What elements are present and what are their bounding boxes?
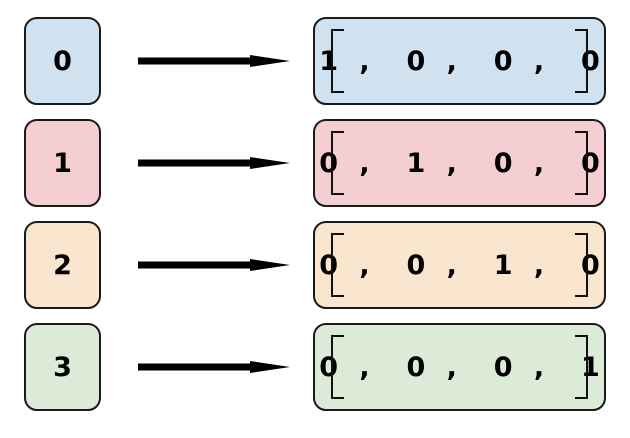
vector-values: 0 , 0 , 0 , 1 bbox=[319, 351, 606, 383]
index-card: 0 bbox=[24, 17, 101, 105]
bracket-close-icon bbox=[575, 29, 588, 93]
index-label: 2 bbox=[53, 249, 72, 281]
index-label: 3 bbox=[53, 351, 72, 383]
vector-values: 1 , 0 , 0 , 0 bbox=[319, 45, 606, 77]
bracket-open-icon bbox=[331, 233, 344, 297]
vector-card: 0 , 1 , 0 , 0 bbox=[313, 119, 606, 207]
bracket-close-icon bbox=[575, 335, 588, 399]
bracket-open-icon bbox=[331, 335, 344, 399]
index-card: 3 bbox=[24, 323, 101, 411]
right-arrow-icon bbox=[138, 361, 290, 373]
vector-values: 0 , 0 , 1 , 0 bbox=[319, 249, 606, 281]
bracket-close-icon bbox=[575, 131, 588, 195]
vector-card: 0 , 0 , 1 , 0 bbox=[313, 221, 606, 309]
index-label: 1 bbox=[53, 147, 72, 179]
vector-bracket-group: 0 , 0 , 1 , 0 bbox=[319, 233, 600, 297]
mapping-row: 2 0 , 0 , 1 , 0 bbox=[0, 221, 630, 309]
vector-card: 0 , 0 , 0 , 1 bbox=[313, 323, 606, 411]
right-arrow-icon bbox=[138, 259, 290, 271]
index-label: 0 bbox=[53, 45, 72, 77]
bracket-close-icon bbox=[575, 233, 588, 297]
index-card: 1 bbox=[24, 119, 101, 207]
vector-values: 0 , 1 , 0 , 0 bbox=[319, 147, 606, 179]
vector-bracket-group: 0 , 1 , 0 , 0 bbox=[319, 131, 600, 195]
vector-bracket-group: 0 , 0 , 0 , 1 bbox=[319, 335, 600, 399]
mapping-row: 0 1 , 0 , 0 , 0 bbox=[0, 17, 630, 105]
index-card: 2 bbox=[24, 221, 101, 309]
vector-card: 1 , 0 , 0 , 0 bbox=[313, 17, 606, 105]
bracket-open-icon bbox=[331, 29, 344, 93]
bracket-open-icon bbox=[331, 131, 344, 195]
vector-bracket-group: 1 , 0 , 0 , 0 bbox=[319, 29, 600, 93]
right-arrow-icon bbox=[138, 157, 290, 169]
mapping-row: 1 0 , 1 , 0 , 0 bbox=[0, 119, 630, 207]
right-arrow-icon bbox=[138, 55, 290, 67]
mapping-row: 3 0 , 0 , 0 , 1 bbox=[0, 323, 630, 411]
